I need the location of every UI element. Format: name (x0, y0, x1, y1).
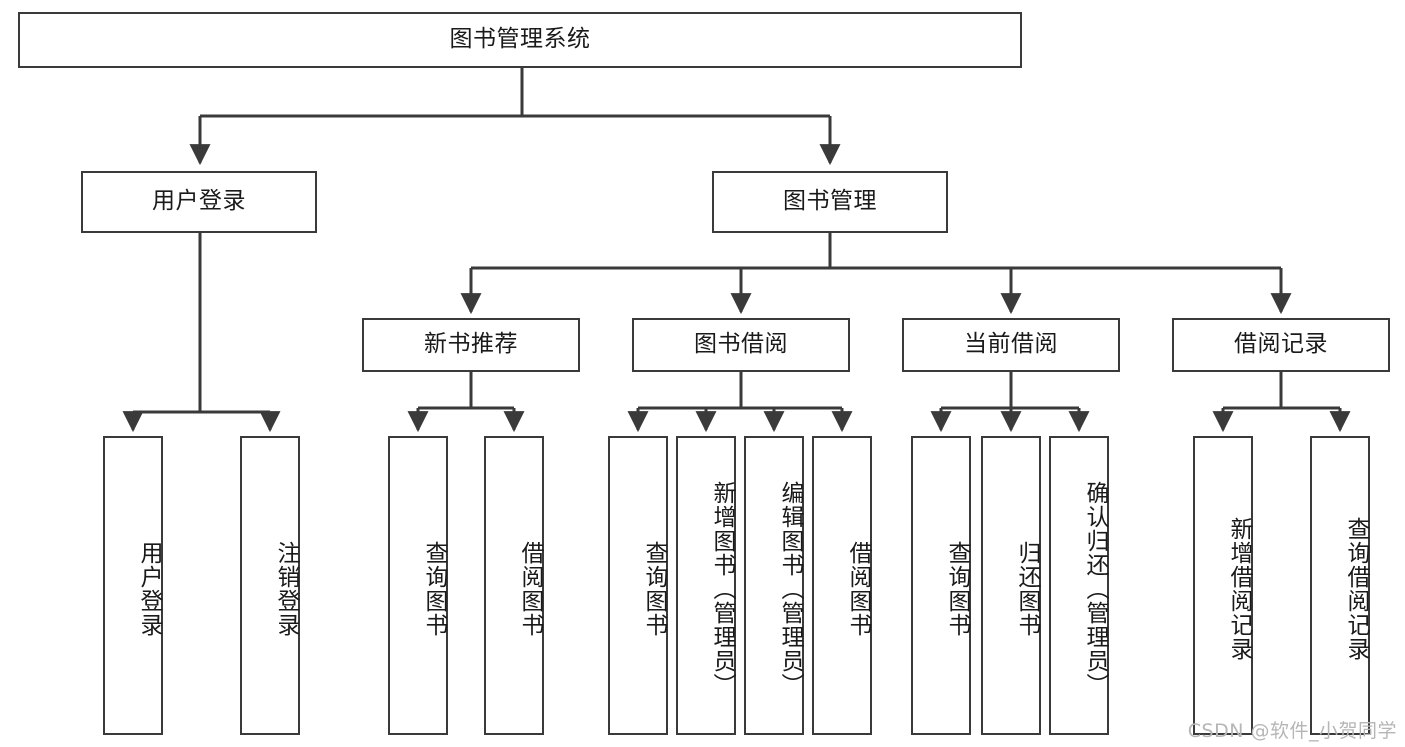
node-leaf-query-record-label: 查询借阅记录 (1343, 516, 1369, 661)
node-leaf-confirm-return-label: 确认归还（管理员） (1082, 480, 1108, 697)
node-leaf-confirm-return[interactable]: 确认归还（管理员） (1049, 436, 1109, 735)
node-leaf-query-book-1-label: 查询图书 (421, 540, 447, 637)
node-leaf-return-book-label: 归还图书 (1014, 540, 1040, 637)
node-book-manage-label: 图书管理 (783, 188, 877, 215)
node-leaf-logout-label: 注销登录 (273, 540, 299, 637)
node-leaf-add-book-label: 新增图书（管理员） (709, 480, 735, 697)
node-leaf-query-record[interactable]: 查询借阅记录 (1310, 436, 1370, 735)
node-leaf-query-book-3-label: 查询图书 (944, 540, 970, 637)
node-user-login-label: 用户登录 (152, 188, 246, 215)
node-leaf-user-login[interactable]: 用户登录 (103, 436, 163, 735)
node-user-login[interactable]: 用户登录 (81, 171, 317, 233)
node-new-book-recommend[interactable]: 新书推荐 (362, 318, 580, 372)
node-leaf-query-book-1[interactable]: 查询图书 (388, 436, 448, 735)
node-leaf-borrow-book-2[interactable]: 借阅图书 (812, 436, 872, 735)
node-leaf-query-book-2-label: 查询图书 (641, 540, 667, 637)
node-leaf-add-record[interactable]: 新增借阅记录 (1193, 436, 1253, 735)
node-borrow-record[interactable]: 借阅记录 (1172, 318, 1390, 372)
node-leaf-query-book-3[interactable]: 查询图书 (911, 436, 971, 735)
node-root[interactable]: 图书管理系统 (18, 12, 1022, 68)
watermark-text: CSDN @软件_小贺同学 (1187, 720, 1397, 742)
node-leaf-query-book-2[interactable]: 查询图书 (608, 436, 668, 735)
node-leaf-borrow-book-1-label: 借阅图书 (517, 540, 543, 637)
node-book-borrow[interactable]: 图书借阅 (632, 318, 850, 372)
node-leaf-add-record-label: 新增借阅记录 (1226, 516, 1252, 661)
node-current-borrow[interactable]: 当前借阅 (902, 318, 1120, 372)
node-leaf-return-book[interactable]: 归还图书 (981, 436, 1041, 735)
node-leaf-logout[interactable]: 注销登录 (240, 436, 300, 735)
node-borrow-record-label: 借阅记录 (1234, 331, 1328, 358)
node-leaf-edit-book-label: 编辑图书（管理员） (777, 480, 803, 697)
node-root-label: 图书管理系统 (449, 26, 591, 53)
node-book-manage[interactable]: 图书管理 (712, 171, 948, 233)
node-new-book-recommend-label: 新书推荐 (424, 331, 518, 358)
node-leaf-add-book[interactable]: 新增图书（管理员） (676, 436, 736, 735)
node-leaf-borrow-book-2-label: 借阅图书 (845, 540, 871, 637)
node-current-borrow-label: 当前借阅 (964, 331, 1058, 358)
node-leaf-user-login-label: 用户登录 (136, 540, 162, 637)
node-book-borrow-label: 图书借阅 (694, 331, 788, 358)
node-leaf-edit-book[interactable]: 编辑图书（管理员） (744, 436, 804, 735)
node-leaf-borrow-book-1[interactable]: 借阅图书 (484, 436, 544, 735)
